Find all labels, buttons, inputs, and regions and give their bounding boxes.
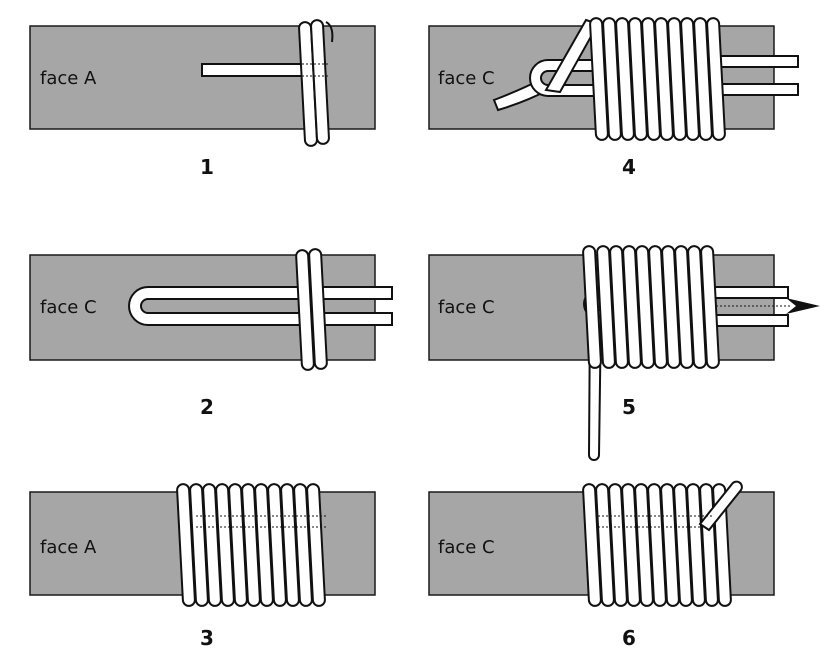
cord-end xyxy=(201,63,309,77)
face-label: face A xyxy=(40,68,97,89)
face-label: face C xyxy=(438,537,495,558)
face-label: face A xyxy=(40,537,97,558)
panel-step-5: face C 5 xyxy=(428,245,820,461)
step-number: 4 xyxy=(622,155,636,179)
step-number: 5 xyxy=(622,395,636,419)
hidden-cord xyxy=(598,515,712,528)
wrap-turns xyxy=(582,245,720,369)
panel-step-1: face A 1 xyxy=(29,19,376,179)
cord-end xyxy=(698,480,743,532)
panel-step-4: face C 4 xyxy=(428,17,799,179)
wrap-turns xyxy=(589,17,726,141)
face-label: face C xyxy=(438,297,495,318)
face-label: face C xyxy=(40,297,97,318)
wrap-turns xyxy=(176,483,326,607)
hidden-cord xyxy=(196,515,326,528)
step-number: 6 xyxy=(622,626,636,650)
step-number: 3 xyxy=(200,626,214,650)
wrap-turns xyxy=(298,19,334,147)
wrap-turns xyxy=(295,248,328,371)
face-label: face C xyxy=(438,68,495,89)
panel-step-6: face C 6 xyxy=(428,480,775,650)
step-number: 1 xyxy=(200,155,214,179)
panel-step-2: face C 2 xyxy=(29,248,393,419)
panel-step-3: face A 3 xyxy=(29,483,376,650)
cord-loop xyxy=(128,286,393,326)
wrap-turns xyxy=(582,483,732,607)
pull-arrow-icon xyxy=(786,298,820,314)
step-number: 2 xyxy=(200,395,214,419)
